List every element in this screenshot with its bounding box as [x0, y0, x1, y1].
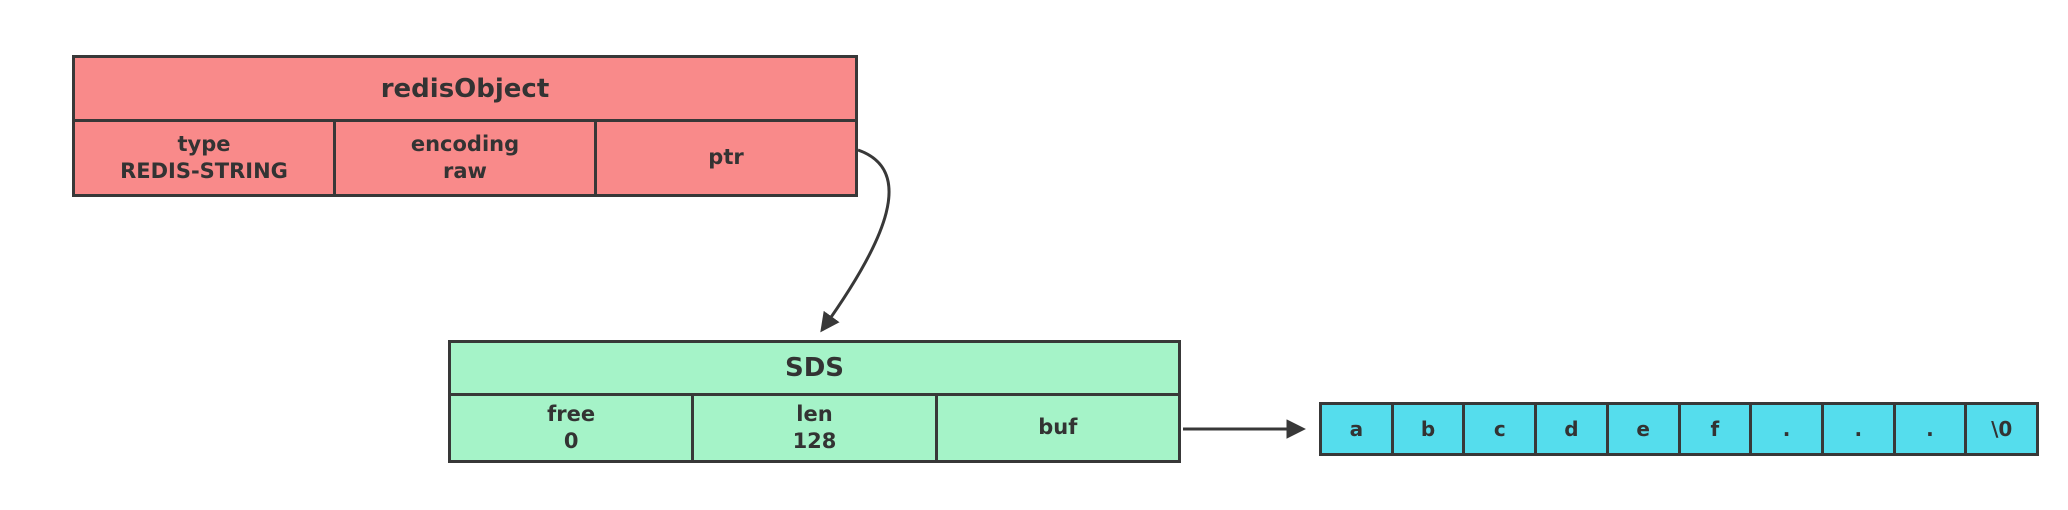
redis-cell-ptr: ptr [597, 122, 855, 194]
redis-cell-encoding-value: raw [443, 159, 487, 183]
buffer-cell: c [1465, 405, 1538, 453]
redis-cell-type-label: type [177, 131, 231, 156]
redis-cell-encoding-label: encoding [410, 131, 520, 156]
sds-cell-buf-label: buf [1038, 415, 1078, 440]
sds-row: free 0 len 128 buf [451, 396, 1178, 460]
redis-cell-type: type REDIS-STRING [75, 122, 336, 194]
redis-cell-ptr-label: ptr [708, 145, 744, 170]
buffer-cell: a [1322, 405, 1394, 453]
buffer-array: a b c d e f . . . \0 [1319, 402, 2039, 456]
sds-cell-free: free 0 [451, 396, 695, 460]
buffer-cell: . [1896, 405, 1968, 453]
sds-cell-len-value: 128 [792, 429, 837, 453]
redis-cell-encoding: encoding raw [336, 122, 597, 194]
buffer-cell: . [1752, 405, 1824, 453]
redis-object-title: redisObject [75, 58, 855, 122]
buffer-cell: b [1394, 405, 1466, 453]
buffer-cell: e [1609, 405, 1681, 453]
sds-box: SDS free 0 len 128 buf [448, 340, 1181, 463]
sds-cell-len-label: len [796, 401, 833, 426]
redis-cell-type-value: REDIS-STRING [120, 159, 288, 183]
redis-object-row: type REDIS-STRING encoding raw ptr [75, 122, 855, 194]
redis-object-box: redisObject type REDIS-STRING encoding r… [72, 55, 858, 197]
sds-title: SDS [451, 343, 1178, 396]
sds-cell-len: len 128 [694, 396, 938, 460]
buffer-cell: f [1681, 405, 1753, 453]
sds-cell-free-label: free [547, 401, 596, 426]
buffer-cell: . [1824, 405, 1896, 453]
buffer-cell: d [1537, 405, 1609, 453]
sds-cell-free-value: 0 [563, 429, 579, 453]
sds-cell-buf: buf [938, 396, 1178, 460]
buffer-cell: \0 [1991, 417, 2013, 441]
